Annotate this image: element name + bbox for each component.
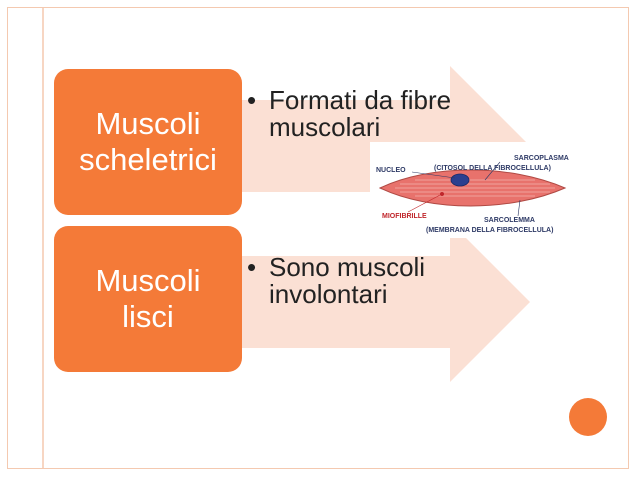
decorative-circle [569,398,607,436]
muscoli-scheletrici-title: Muscoli scheletrici [79,106,217,177]
bullet-involontari-text: Sono muscoli involontari [269,252,426,309]
frame-line [42,8,44,468]
muscoli-lisci-box: Muscoli lisci [54,226,242,372]
bullet-formati: • Formati da fibre muscolari [247,87,487,141]
label-nucleo: NUCLEO [376,167,406,174]
fibrocell-diagram: NUCLEO SARCOPLASMA (CITOSOL DELLA FIBROC… [370,142,570,238]
label-sarcolemma: SARCOLEMMA [484,217,535,224]
label-membrana: (MEMBRANA DELLA FIBROCELLULA) [426,227,554,234]
muscoli-scheletrici-box: Muscoli scheletrici [54,69,242,215]
bullet-involontari: • Sono muscoli involontari [247,254,487,308]
bullet-formati-text: Formati da fibre muscolari [269,85,452,142]
bullet-dot: • [247,85,257,115]
bullet-dot: • [247,252,257,282]
slide-frame [7,7,629,469]
label-miofibrille: MIOFIBRILLE [382,213,427,220]
label-sarcoplasma: SARCOPLASMA [514,155,569,162]
label-citosol: (CITOSOL DELLA FIBROCELLULA) [434,165,551,172]
fibrocell-illustration [378,161,567,217]
muscoli-lisci-title: Muscoli lisci [95,263,201,334]
arrow-shape-2 [150,222,530,382]
